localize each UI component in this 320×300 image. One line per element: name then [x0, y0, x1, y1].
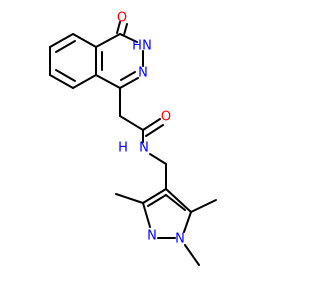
nitrogen-atom-label: N: [142, 39, 152, 54]
nitrogen-atom-label: N: [138, 66, 148, 81]
bond: [72, 74, 97, 89]
nitrogen-atom-label: N: [139, 141, 149, 156]
nitrogen-atom-label: N: [147, 229, 157, 244]
bond: [115, 193, 144, 204]
bond: [95, 33, 121, 48]
bond: [142, 118, 161, 131]
bond-lines: [49, 21, 217, 266]
bond: [116, 21, 121, 34]
bond: [142, 188, 167, 204]
hydrogen-atom-label: H: [132, 39, 142, 54]
bond: [119, 33, 138, 43]
bond: [183, 211, 192, 233]
bond: [49, 33, 74, 48]
oxygen-atom-label: O: [161, 110, 171, 125]
bond: [123, 23, 128, 36]
bond: [165, 188, 192, 213]
bond: [149, 153, 167, 165]
bond: [119, 115, 144, 131]
nitrogen-atom-label: N: [175, 232, 185, 247]
bond: [165, 194, 186, 211]
hydrogen-atom-label: H: [118, 141, 128, 156]
bond: [190, 199, 217, 213]
bond: [184, 244, 200, 266]
molecule-structure: O H N N O H N N N: [49, 11, 217, 266]
bond: [120, 71, 136, 81]
bond: [72, 33, 97, 48]
atom-labels: O H N N O H N N N: [117, 11, 185, 247]
bond: [147, 194, 167, 207]
bond: [95, 74, 121, 89]
oxygen-atom-label: O: [117, 11, 127, 26]
bond: [55, 69, 76, 82]
bond: [145, 124, 164, 137]
bond: [49, 74, 74, 89]
bond: [119, 77, 139, 89]
bond: [55, 40, 76, 53]
bond: [142, 202, 151, 228]
